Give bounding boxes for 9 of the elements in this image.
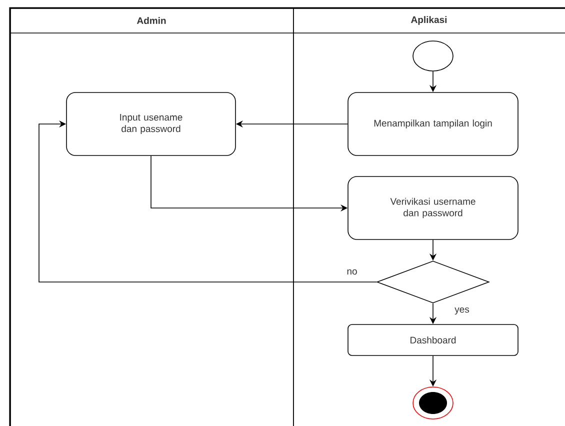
activity-box: Verivikasi username dan password (348, 176, 518, 240)
activity-box: Menampilkan tampilan login (348, 92, 518, 156)
start-circle (412, 40, 454, 72)
edge-label: no (347, 269, 357, 275)
activity-box: Input usename dan password (66, 92, 236, 156)
activity-box: Dashboard (348, 324, 518, 356)
arrow (38, 120, 377, 282)
end-circle (412, 386, 454, 420)
edge-label: yes (454, 307, 470, 315)
